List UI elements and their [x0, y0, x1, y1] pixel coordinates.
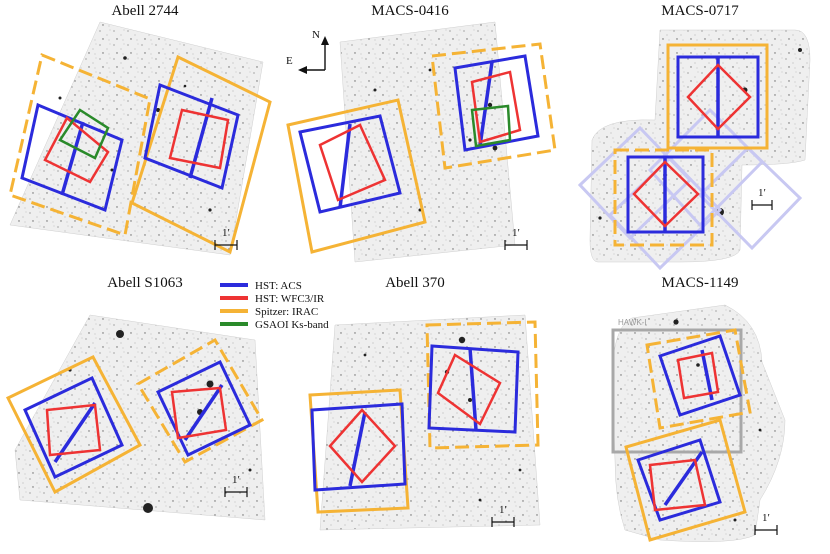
- wfc3-footprint-bottom: [648, 458, 707, 512]
- acs-footprint-right: [453, 54, 540, 152]
- wfc3-footprint-right: [436, 353, 502, 426]
- wfc3-footprint-left: [318, 123, 387, 202]
- irac-dashed-footprint: [645, 328, 752, 430]
- irac-dashed-footprint: [135, 337, 265, 465]
- acs-chip-gap-right: [188, 97, 214, 179]
- scale-label: 1′: [499, 504, 507, 516]
- irac-footprint: [5, 355, 143, 495]
- scale-bar: [224, 487, 248, 497]
- scale-bar: [214, 240, 238, 250]
- wfc3-footprint-left: [45, 403, 102, 457]
- panel-title: MACS-0416: [371, 3, 449, 19]
- gsaoi-footprint: [470, 104, 512, 148]
- wfc3-footprint-right: [470, 70, 522, 144]
- legend-label-gsaoi: GSAOI Ks-band: [255, 319, 329, 331]
- panel-macs-1149: HAWK-I 1′ MACS-1149: [611, 275, 786, 542]
- field-image: [14, 314, 266, 521]
- acs-chip-gap-left: [60, 121, 85, 196]
- acs-footprint-right: [427, 344, 520, 434]
- acs-chip-gap-left: [348, 411, 367, 487]
- panel-abell-2744: 1′ Abell 2744: [8, 3, 272, 256]
- panel-title: Abell 370: [385, 275, 445, 291]
- wfc3-footprint-bottom: [632, 160, 700, 228]
- stars: [373, 68, 498, 212]
- irac-footprint: [130, 54, 272, 255]
- panel-title: MACS-0717: [661, 3, 739, 19]
- wfc3-footprint-right: [170, 386, 228, 440]
- irac-dashed-footprint: [8, 52, 152, 237]
- irac-footprint: [624, 418, 747, 542]
- compass-north: N: [312, 29, 320, 41]
- hawk-label: HAWK-I: [618, 318, 647, 327]
- acs-chip-gap-right: [468, 347, 478, 431]
- wfc3-footprint-top: [676, 351, 720, 400]
- irac-footprint: [286, 98, 427, 254]
- panel-title: Abell 2744: [111, 3, 179, 19]
- acs-chip-gap-left: [338, 123, 352, 209]
- acs-footprint-top: [658, 334, 742, 417]
- acs-chip-gap-left: [53, 402, 97, 463]
- acs-footprint-right: [143, 82, 240, 191]
- panel-abell-s1063: 1′ Abell S1063: [5, 275, 266, 521]
- legend-label-irac: Spitzer: IRAC: [255, 306, 318, 318]
- scale-bar: [754, 525, 778, 535]
- compass: [298, 36, 329, 74]
- scale-bar: [504, 240, 528, 250]
- wfc3-footprint-left: [328, 408, 397, 484]
- panel-macs-0717: 1′ MACS-0717: [577, 3, 811, 271]
- irac-dashed-footprint: [430, 42, 557, 170]
- compass-east: E: [286, 55, 293, 67]
- wfc3-footprint-left: [43, 116, 110, 184]
- scale-label: 1′: [762, 512, 770, 524]
- legend-label-acs: HST: ACS: [255, 280, 302, 292]
- scale-bar: [751, 200, 773, 210]
- stars: [58, 56, 212, 212]
- scale-label: 1′: [758, 187, 766, 199]
- panel-title: Abell S1063: [107, 275, 182, 291]
- scale-label: 1′: [512, 227, 520, 239]
- scale-bar: [491, 517, 515, 527]
- wfc3-footprint-top: [686, 63, 752, 131]
- acs-footprint-left: [298, 114, 402, 214]
- acs-footprint-left: [20, 102, 124, 213]
- scale-label: 1′: [232, 474, 240, 486]
- hawk-footprint: [611, 328, 743, 454]
- legend: HST: ACS HST: WFC3/IR Spitzer: IRAC GSAO…: [220, 280, 329, 331]
- acs-footprint-left: [23, 375, 124, 480]
- panel-macs-0416: N E 1′ MACS-0416: [286, 3, 557, 263]
- acs-chip-gap-right: [183, 384, 224, 441]
- irac-dashed-footprint: [613, 148, 714, 247]
- acs-footprint-left: [310, 402, 407, 492]
- acs-chip-gap-top: [700, 349, 714, 401]
- gsaoi-footprint: [58, 108, 110, 160]
- field-image: [339, 21, 516, 263]
- irac-footprint: [666, 43, 769, 150]
- panel-abell-370: 1′ Abell 370: [308, 275, 541, 531]
- legend-label-wfc3: HST: WFC3/IR: [255, 293, 325, 305]
- scale-label: 1′: [222, 227, 230, 239]
- panel-title: MACS-1149: [662, 275, 739, 291]
- wfc3-footprint-right: [168, 108, 230, 170]
